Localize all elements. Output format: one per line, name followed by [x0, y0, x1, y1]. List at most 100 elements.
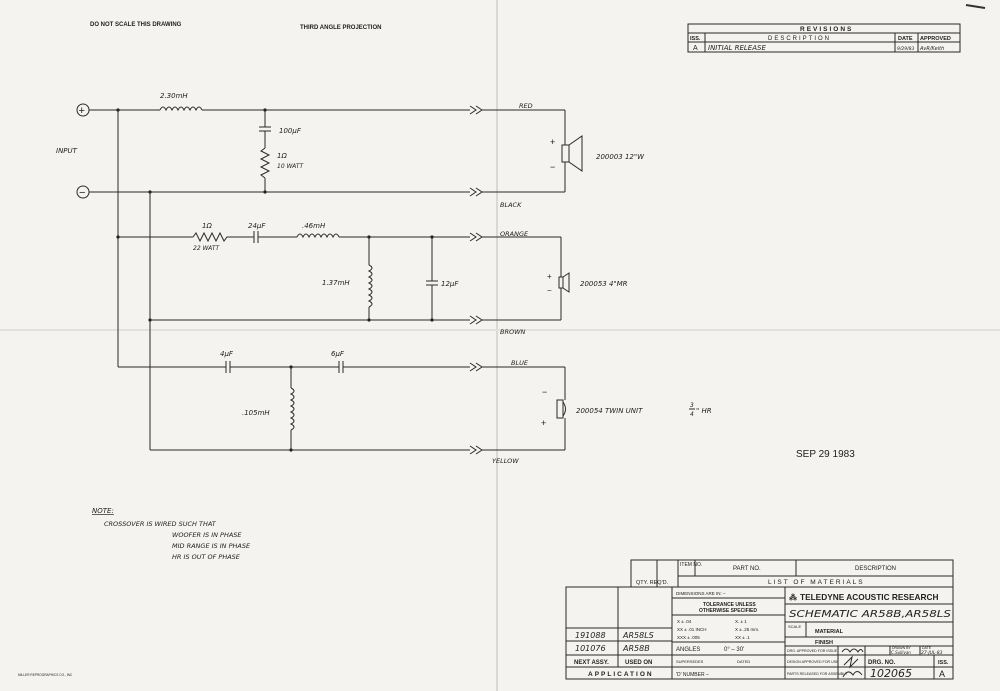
midrange-shunt-inductor-label: 1.37mH: [322, 279, 350, 287]
drawing-title: SCHEMATIC AR58B,AR58LS: [789, 609, 952, 620]
input-plus-symbol: +: [79, 105, 85, 117]
midrange-series-inductor-label: .46mH: [302, 222, 326, 230]
woofer-resistor-watt: 10 WATT: [277, 163, 305, 170]
tolerance-line-1: TOLERANCE UNLESS: [703, 602, 756, 608]
input-label: INPUT: [56, 147, 78, 155]
woofer-wire-top: RED: [519, 102, 533, 110]
approval-signature: [842, 671, 863, 678]
tweeter-shunt-inductor-label: .105mH: [242, 409, 270, 417]
drg-approved-label: DRG. APPROVED FOR ISSUE: [787, 649, 838, 653]
tweeter-driver-frac-num: 3: [690, 402, 694, 409]
date-value: 27-JUL-83: [921, 650, 943, 656]
scale-label: SCALE: [788, 624, 801, 629]
description-label: DESCRIPTION: [855, 566, 896, 572]
tweeter-capacitor-1-label: 4μF: [220, 350, 234, 358]
tweeter-plus: +: [541, 418, 546, 428]
revisions-col-description: DESCRIPTION: [768, 36, 831, 42]
qty-reqd-label: QTY. REQ'D.: [636, 580, 669, 586]
next-assy-label: NEXT ASSY.: [574, 660, 609, 666]
tweeter-driver-suffix: " HR: [696, 407, 712, 415]
note-title: NOTE:: [92, 507, 114, 515]
woofer-section: 2.30mH 100μF 1Ω 10 WATT RED BLACK: [159, 92, 533, 209]
tweeter-shunt-inductor: [289, 387, 295, 431]
revisions-col-iss: ISS.: [690, 36, 701, 42]
item-no-label: ITEM NO.: [680, 562, 702, 568]
tolerance-mxxx: XX ± .1: [735, 635, 750, 640]
midrange-minus: −: [547, 286, 552, 295]
woofer-driver: + − 200003 12"W: [550, 110, 645, 192]
phase-note: NOTE: CROSSOVER IS WIRED SUCH THAT WOOFE…: [92, 507, 251, 561]
iss-label: ISS.: [938, 660, 949, 666]
supersedes-label: SUPERSEDES: [676, 659, 704, 664]
date-label: DATE: [922, 646, 932, 650]
company-name: TELEDYNE ACOUSTIC RESEARCH: [800, 592, 938, 602]
title-block: ITEM NO. PART NO. DESCRIPTION QTY. REQ'D…: [565, 559, 954, 680]
tweeter-driver: − + 200054 TWIN UNIT 3 4 " HR: [541, 367, 712, 450]
note-line-1: CROSSOVER IS WIRED SUCH THAT: [104, 520, 217, 528]
tweeter-capacitor-2-label: 6μF: [331, 350, 345, 358]
revisions-col-approved: APPROVED: [920, 36, 951, 42]
date-stamp: SEP 29 1983: [796, 449, 855, 460]
application-row-2-model: AR58B: [622, 644, 650, 653]
finish-label: FINISH: [815, 640, 833, 646]
input-terminals: + − INPUT: [56, 103, 90, 199]
company-logo-icon: ⁂: [789, 592, 797, 602]
midrange-resistor-label: 1Ω: [202, 222, 212, 230]
corner-mark: [965, 4, 986, 9]
midrange-series-capacitor-label: 24μF: [248, 222, 266, 230]
note-line-3: MID RANGE IS IN PHASE: [172, 542, 251, 550]
printer-credit: MILLER REPROGRAPHICS CO., INC: [18, 673, 73, 677]
midrange-shunt-inductor: [367, 264, 373, 308]
midrange-driver-label: 200053 4"MR: [580, 280, 628, 288]
tolerance-xxx: XXX ± .005: [677, 635, 700, 640]
midrange-driver: + − 200053 4"MR: [547, 237, 628, 320]
material-label: MATERIAL: [815, 629, 844, 635]
midrange-shunt-capacitor-label: 12μF: [441, 280, 459, 288]
revisions-row-approved: AvR/Keith: [919, 46, 944, 52]
tolerance-mx: X. ± 1: [735, 619, 747, 624]
drawn-by-label: DRAWN BY: [892, 646, 911, 650]
woofer-wire-bottom: BLACK: [500, 201, 522, 209]
tweeter-driver-label: 200054 TWIN UNIT: [576, 407, 643, 415]
drawn-by-value: C.Sullivan: [891, 650, 911, 655]
angles-value: 0° – 30': [724, 647, 744, 653]
woofer-inductor-label: 2.30mH: [160, 92, 188, 100]
dated-label: DATED: [737, 659, 750, 664]
tolerance-x: X ± .04: [677, 619, 692, 624]
woofer-driver-label: 200003 12"W: [596, 153, 645, 161]
tweeter-wire-bottom: YELLOW: [492, 457, 519, 465]
revisions-row-description: INITIAL RELEASE: [708, 44, 766, 52]
midrange-resistor: [192, 231, 254, 243]
bus-junctions: [116, 108, 152, 322]
revisions-col-date: DATE: [898, 36, 913, 42]
bus-wiring: [89, 109, 470, 451]
revisions-row-date: 9/29/83: [897, 46, 914, 52]
drg-no-value: 102065: [870, 667, 912, 680]
tolerance-line-2: OTHERWISE SPECIFIED: [699, 608, 757, 614]
parts-released-label: PARTS RELEASED FOR ASSEMBLY: [787, 672, 848, 676]
tolerance-xx: XX ± .01 INCH: [677, 627, 706, 632]
list-of-materials-label: LIST OF MATERIALS: [768, 579, 865, 586]
midrange-resistor-watt: 22 WATT: [193, 245, 221, 252]
application-label: APPLICATION: [588, 671, 654, 678]
midrange-series-inductor: [296, 233, 340, 239]
note-line-4: HR IS OUT OF PHASE: [172, 553, 241, 561]
woofer-minus: −: [550, 162, 555, 172]
woofer-plus: +: [550, 137, 555, 147]
application-row-1-assy: 191088: [575, 631, 606, 640]
midrange-plus: +: [547, 272, 552, 281]
angles-label: ANGLES: [676, 647, 700, 653]
tolerance-mxx: X ± .25 mm.: [735, 627, 759, 632]
approval-signature: [843, 655, 859, 669]
used-on-label: USED ON: [625, 660, 652, 666]
tweeter-wire-top: BLUE: [511, 359, 529, 367]
revisions-title: REVISIONS: [800, 26, 853, 33]
drg-no-label: DRG. NO.: [868, 660, 896, 666]
iss-value: A: [939, 669, 945, 679]
tweeter-driver-frac-den: 4: [690, 411, 694, 418]
part-no-label: PART NO.: [733, 566, 761, 572]
woofer-inductor: [159, 106, 203, 112]
connector-arrows: [469, 105, 565, 455]
input-minus-symbol: −: [79, 187, 85, 199]
